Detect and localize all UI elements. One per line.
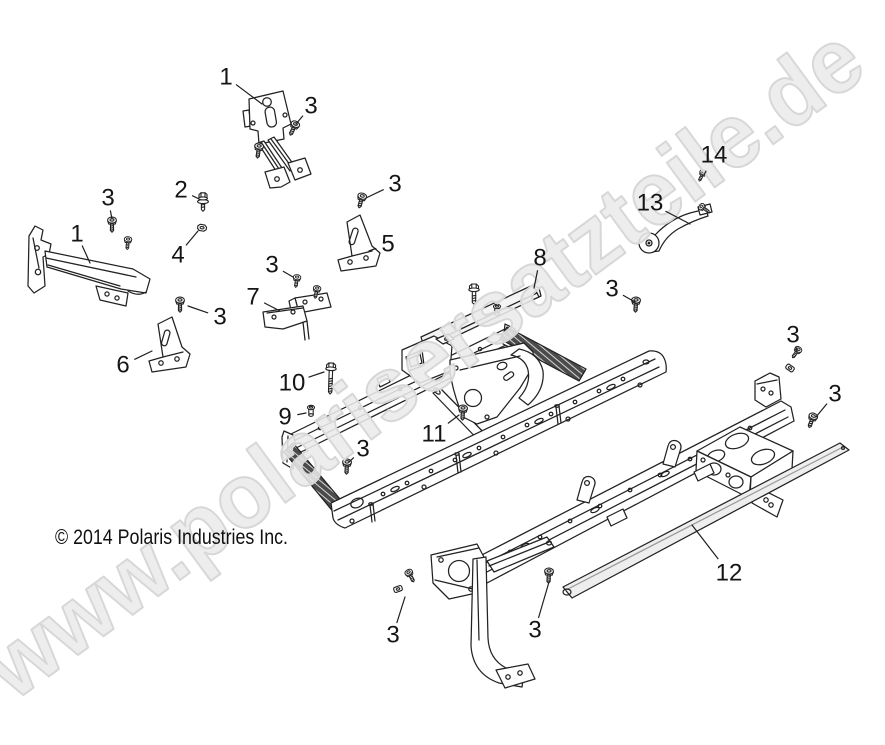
fastener-screw — [804, 411, 820, 430]
fastener-nutclip — [392, 584, 404, 594]
callout-leader-line — [109, 210, 113, 220]
callout-leader-line — [297, 412, 307, 416]
callout-leader-line — [81, 245, 91, 264]
callout-leader-line — [537, 581, 550, 619]
callout-10[interactable]: 10 — [279, 370, 306, 397]
callout-leader-line — [235, 84, 263, 105]
callout-2[interactable]: 2 — [174, 177, 187, 204]
part-angle-bracket-5 — [337, 214, 381, 272]
callout-4[interactable]: 4 — [171, 242, 184, 269]
callout-leader-line — [295, 115, 304, 125]
diagram-art — [27, 90, 850, 689]
callout-leader-line — [533, 270, 539, 289]
callout-3[interactable]: 3 — [304, 93, 317, 120]
fastener-screw — [543, 567, 555, 584]
callout-leader-line — [185, 230, 199, 246]
fastener-screw — [175, 296, 185, 313]
callout-11[interactable]: 11 — [422, 421, 447, 448]
callout-9[interactable]: 9 — [278, 404, 291, 431]
weld-pins — [368, 404, 562, 523]
part-side-frame-12 — [430, 372, 850, 689]
callout-13[interactable]: 13 — [637, 190, 664, 217]
callout-leader-line — [282, 270, 294, 278]
callout-leader-line — [665, 210, 691, 225]
callout-leader-line — [622, 294, 636, 303]
callout-leader-line — [308, 371, 325, 378]
callout-1[interactable]: 1 — [219, 64, 232, 91]
callout-leader-line — [263, 302, 281, 312]
callout-3[interactable]: 3 — [356, 436, 369, 463]
callout-3[interactable]: 3 — [786, 322, 799, 349]
callout-1[interactable]: 1 — [70, 221, 83, 248]
callout-leader-line — [691, 524, 719, 560]
callout-leader-line — [348, 457, 355, 463]
part-mount-bracket-top — [242, 90, 312, 189]
callout-leader-line — [815, 403, 828, 418]
callout-leader-line — [703, 170, 707, 176]
callout-leader-line — [365, 189, 384, 199]
callout-3[interactable]: 3 — [386, 622, 399, 649]
fastener-screw — [403, 567, 418, 585]
fastener-screw — [630, 296, 642, 313]
callout-3[interactable]: 3 — [528, 617, 541, 644]
fastener-nutclip — [784, 362, 796, 374]
fastener-screw — [354, 191, 368, 210]
copyright-text: © 2014 Polaris Industries Inc. — [55, 526, 288, 549]
callout-3[interactable]: 3 — [828, 381, 841, 408]
part-flat-bracket-7 — [262, 292, 332, 341]
callout-3[interactable]: 3 — [213, 304, 226, 331]
part-angle-bracket-6 — [148, 316, 191, 373]
callout-5[interactable]: 5 — [381, 231, 394, 258]
fastener-screw — [291, 273, 302, 289]
callout-leader-line — [368, 247, 377, 252]
watermark-text: www.polarisersatzteile.de — [0, 8, 882, 719]
callout-7[interactable]: 7 — [246, 284, 259, 311]
callout-leader-line — [187, 305, 209, 314]
callout-leader-line — [134, 350, 153, 360]
callout-3[interactable]: 3 — [265, 252, 278, 279]
callout-3[interactable]: 3 — [388, 171, 401, 198]
callout-leader-line — [447, 414, 460, 424]
callout-3[interactable]: 3 — [605, 276, 618, 303]
callout-12[interactable]: 12 — [716, 560, 743, 587]
fastener-screw — [122, 235, 133, 251]
part-support-rail-left — [27, 225, 151, 307]
fastener-screw — [252, 141, 265, 160]
fastener-bolt2 — [197, 192, 209, 212]
callout-3[interactable]: 3 — [101, 185, 114, 212]
fastener-nut — [196, 223, 208, 233]
callout-8[interactable]: 8 — [533, 245, 546, 272]
callout-14[interactable]: 14 — [701, 142, 728, 169]
callout-leader-line — [396, 596, 406, 624]
callout-6[interactable]: 6 — [116, 352, 129, 379]
callout-leader-line — [192, 195, 200, 200]
callout-leader-line — [795, 347, 798, 352]
